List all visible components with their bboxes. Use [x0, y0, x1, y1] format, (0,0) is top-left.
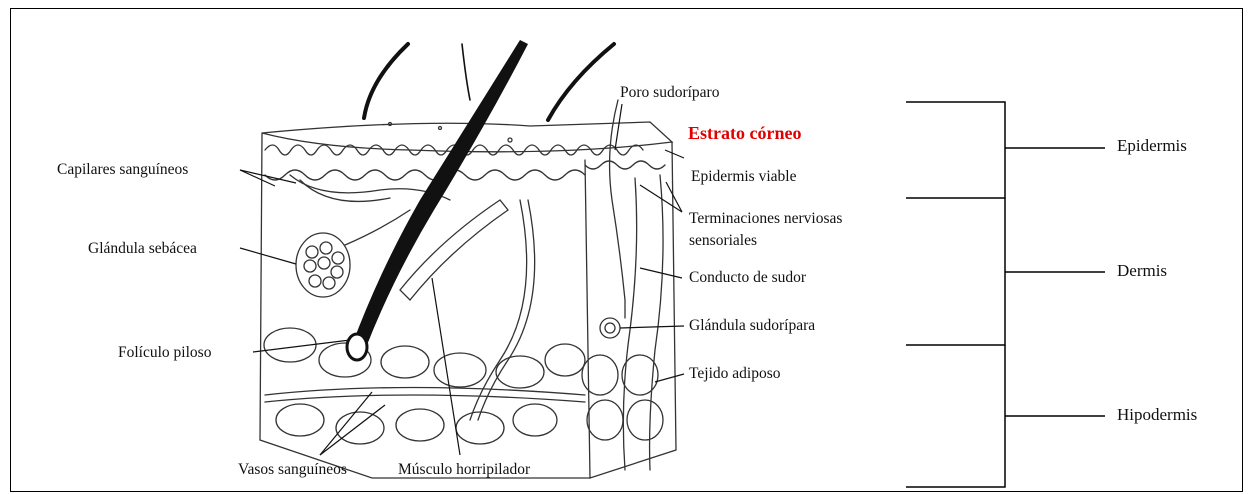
label-conducto: Conducto de sudor	[689, 269, 806, 287]
dermis-papillae	[265, 170, 585, 180]
bracket-hipodermis	[906, 345, 1005, 487]
bracket-dermis	[906, 198, 1005, 345]
hair-shaft-follicle	[352, 40, 528, 350]
label-foliculo: Folículo piloso	[118, 344, 211, 362]
bracket-epidermis	[906, 102, 1005, 198]
layer-epidermis: Epidermis	[1117, 137, 1187, 155]
label-vasos: Vasos sanguíneos	[238, 461, 347, 479]
label-poro: Poro sudoríparo	[620, 84, 719, 102]
hair-middle	[462, 44, 470, 100]
label-sudoripara: Glándula sudorípara	[689, 317, 815, 335]
sweat-gland-coil	[600, 318, 620, 338]
label-sebacea: Glándula sebácea	[88, 240, 197, 258]
label-estrato: Estrato córneo	[688, 124, 801, 142]
layer-dermis: Dermis	[1117, 262, 1167, 280]
label-viable: Epidermis viable	[691, 168, 796, 186]
hair-right	[548, 44, 614, 120]
hair-bulb	[347, 334, 367, 360]
label-terminaciones-1: Terminaciones nerviosas	[689, 210, 842, 228]
label-musculo: Músculo horripilador	[398, 461, 530, 479]
layer-hipodermis: Hipodermis	[1117, 406, 1197, 424]
label-capilares: Capilares sanguíneos	[57, 161, 188, 179]
label-adiposo: Tejido adiposo	[689, 365, 780, 383]
hair-left	[364, 44, 408, 118]
skin-front-face	[260, 133, 590, 478]
label-terminaciones-2: sensoriales	[689, 232, 757, 250]
